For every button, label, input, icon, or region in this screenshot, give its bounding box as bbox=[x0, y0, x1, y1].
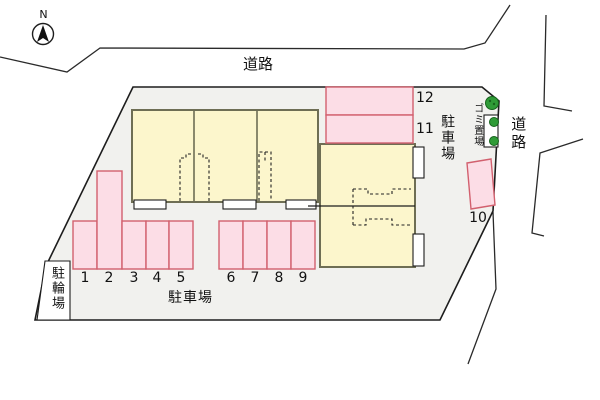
parking-space-3 bbox=[121, 220, 147, 270]
space-number-5: 5 bbox=[176, 270, 186, 286]
building-left bbox=[131, 109, 319, 210]
compass bbox=[31, 22, 55, 46]
road-label-top: 道路 bbox=[242, 55, 273, 73]
tree-icon-small-2 bbox=[489, 136, 499, 146]
garbage-area-label: ゴミ置場 bbox=[471, 103, 483, 147]
stairs-dashed-1 bbox=[179, 153, 193, 201]
road-lines bbox=[0, 4, 584, 365]
space-number-2: 2 bbox=[104, 270, 114, 286]
parking-lot-label-right: 駐車場 bbox=[439, 114, 456, 162]
compass-north-label: N bbox=[39, 8, 48, 21]
parking-space-10 bbox=[466, 158, 496, 210]
parking-space-4 bbox=[145, 220, 170, 270]
space-number-4: 4 bbox=[152, 270, 162, 286]
entrance-porch-5 bbox=[412, 233, 425, 267]
parking-spaces bbox=[72, 86, 496, 270]
parking-space-7 bbox=[242, 220, 268, 270]
stairs-dashed-2 bbox=[196, 153, 210, 201]
parking-space-11 bbox=[325, 114, 414, 144]
space-number-6: 6 bbox=[226, 270, 236, 286]
tree-texture-dot bbox=[488, 99, 492, 103]
entrance-porch-4 bbox=[412, 146, 425, 179]
parking-lot-label-bottom: 駐車場 bbox=[168, 290, 213, 306]
parking-space-9 bbox=[290, 220, 316, 270]
tree-texture-dot bbox=[492, 102, 496, 106]
road-label-right: 道路 bbox=[509, 116, 528, 152]
road-line-bottom-right bbox=[467, 211, 497, 365]
stairs-dashed-3 bbox=[258, 151, 272, 201]
parking-space-6 bbox=[218, 220, 244, 270]
entrance-porch-3 bbox=[285, 199, 317, 210]
tree-icon-large bbox=[485, 96, 499, 110]
road-line-top-right bbox=[543, 14, 573, 112]
entrance-porch-1 bbox=[133, 199, 167, 210]
stairs-dashed-4 bbox=[353, 188, 411, 195]
entrance-porch-2 bbox=[222, 199, 257, 210]
parking-space-5 bbox=[168, 220, 194, 270]
parking-space-12 bbox=[325, 86, 414, 116]
space-number-11: 11 bbox=[416, 121, 434, 137]
north-arrow-icon bbox=[37, 25, 49, 42]
space-number-8: 8 bbox=[274, 270, 284, 286]
building-right bbox=[308, 143, 425, 268]
garbage-area bbox=[483, 96, 499, 148]
parking-space-1 bbox=[72, 220, 98, 270]
space-number-3: 3 bbox=[129, 270, 139, 286]
space-number-10: 10 bbox=[469, 210, 487, 226]
space-number-1: 1 bbox=[80, 270, 90, 286]
building-left-outline bbox=[131, 109, 319, 203]
space-number-12: 12 bbox=[416, 90, 434, 106]
parking-space-8 bbox=[266, 220, 292, 270]
tree-icon-small-1 bbox=[489, 117, 499, 127]
bicycle-parking-label: 駐輪場 bbox=[49, 266, 65, 311]
space-number-7: 7 bbox=[250, 270, 260, 286]
road-line-right bbox=[531, 138, 584, 237]
space-number-9: 9 bbox=[298, 270, 308, 286]
road-line-top-left bbox=[0, 4, 511, 73]
parking-space-2 bbox=[96, 170, 123, 270]
bicycle-parking-area bbox=[36, 260, 71, 321]
